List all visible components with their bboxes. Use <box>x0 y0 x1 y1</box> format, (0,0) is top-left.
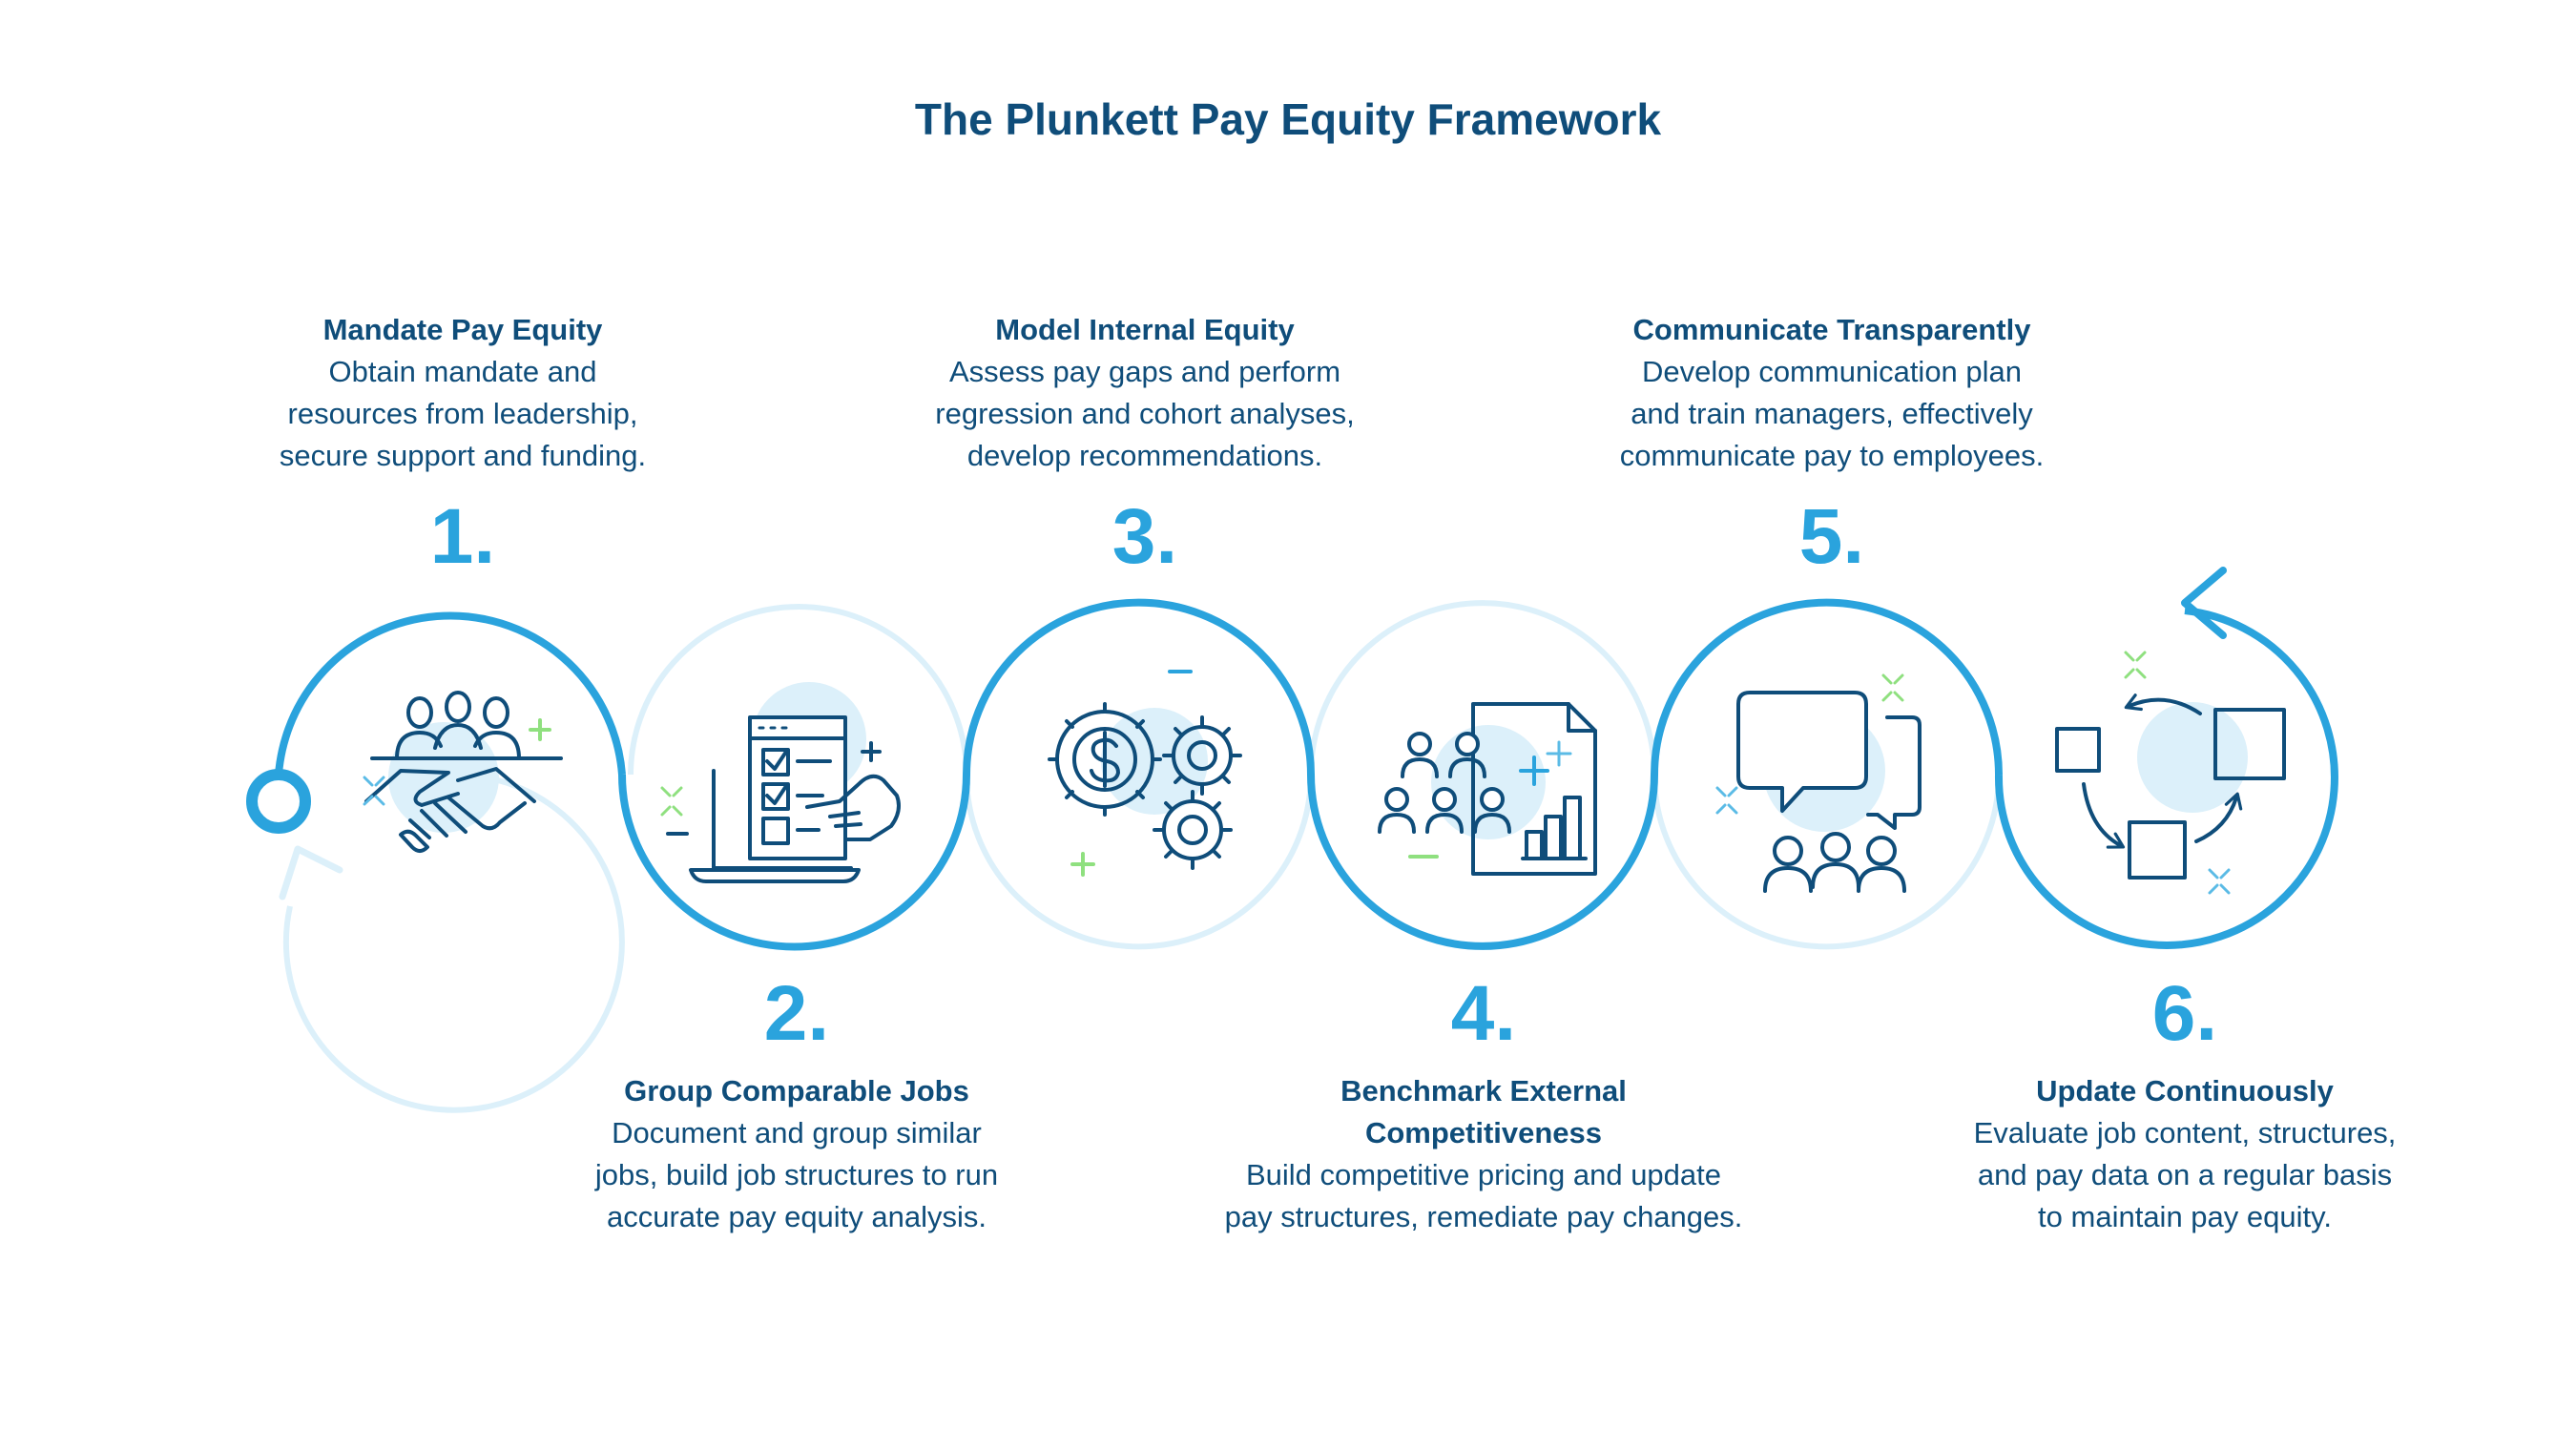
step-1-number: 1. <box>429 493 496 580</box>
step-2-accent-icons <box>660 741 882 836</box>
ring-6-strong-arc <box>1994 607 2338 949</box>
ring-3-light-lower-arc <box>964 774 1314 950</box>
step-3-heading: Model Internal Equity <box>995 313 1295 346</box>
step-2-number: 2. <box>763 970 830 1057</box>
step-3-line-1: Assess pay gaps and perform <box>948 355 1341 388</box>
step-3-accent-icons <box>1070 670 1193 877</box>
step-3-line-2: regression and cohort analyses, <box>935 397 1355 430</box>
step-3-number: 3. <box>1111 493 1178 580</box>
step-2-heading: Group Comparable Jobs <box>624 1074 969 1107</box>
ring-2-strong-arc <box>618 774 970 951</box>
step-5-accent-icons <box>1715 673 1904 815</box>
step-4-heading: Benchmark External <box>1340 1074 1627 1107</box>
ring-4-light-upper-arc <box>1308 600 1657 776</box>
ring-5-strong-arc <box>1651 598 2003 776</box>
step-5-heading: Communicate Transparently <box>1632 313 2031 346</box>
laptop-checklist-icon <box>689 682 901 883</box>
step-2-line-3: accurate pay equity analysis. <box>606 1200 987 1233</box>
ring-3-strong-arc <box>963 598 1315 776</box>
step-4-number: 4. <box>1450 970 1517 1057</box>
ring-1-strong-arc <box>274 611 626 802</box>
step-5-line-3: communicate pay to employees. <box>1619 439 2045 472</box>
step-2-line-2: jobs, build job structures to run <box>594 1158 999 1191</box>
step-6-line-2: and pay data on a regular basis <box>1977 1158 2393 1191</box>
step-3-line-3: develop recommendations. <box>966 439 1323 472</box>
gears-dollar-icon <box>1048 702 1242 870</box>
page-title: The Plunkett Pay Equity Framework <box>914 94 1662 144</box>
step-5-description: Communicate Transparently Develop commun… <box>1546 309 2118 477</box>
step-5-number: 5. <box>1798 493 1865 580</box>
step-4-line-2: pay structures, remediate pay changes. <box>1224 1200 1743 1233</box>
start-node-icon <box>246 769 311 834</box>
step-6-number: 6. <box>2151 970 2218 1057</box>
ring-1-light-lower-arc <box>282 772 625 1113</box>
step-1-line-2: resources from leadership, <box>287 397 638 430</box>
cycle-squares-icon <box>2055 693 2286 880</box>
people-report-icon <box>1378 702 1597 876</box>
step-4-description: Benchmark External Competitiveness Build… <box>1197 1070 1770 1238</box>
step-4-line-1: Build competitive pricing and update <box>1245 1158 1722 1191</box>
step-6-heading: Update Continuously <box>2036 1074 2334 1107</box>
step-5-line-1: Develop communication plan <box>1641 355 2023 388</box>
step-2-description: Group Comparable Jobs Document and group… <box>510 1070 1083 1238</box>
speech-bubbles-people-icon <box>1736 691 1922 893</box>
ring-5-light-lower-arc <box>1652 774 2002 950</box>
step-6-line-1: Evaluate job content, structures, <box>1973 1116 2397 1149</box>
step-3-description: Model Internal Equity Assess pay gaps an… <box>859 309 1431 477</box>
step-4-heading-line-2: Competitiveness <box>1364 1116 1603 1149</box>
cycle-start-arrow-icon <box>279 845 343 900</box>
step-1-line-1: Obtain mandate and <box>328 355 597 388</box>
step-1-heading: Mandate Pay Equity <box>322 313 603 346</box>
step-5-line-2: and train managers, effectively <box>1631 397 2033 430</box>
cycle-return-arrow-icon <box>2181 567 2227 639</box>
step-1-description: Mandate Pay Equity Obtain mandate and re… <box>177 309 749 477</box>
step-2-line-1: Document and group similar <box>612 1116 982 1149</box>
step-6-description: Update Continuously Evaluate job content… <box>1899 1070 2471 1238</box>
step-1-accent-icons <box>363 718 551 806</box>
handshake-team-icon <box>364 691 563 853</box>
step-4-accent-icons <box>1408 740 1572 859</box>
step-6-line-3: to maintain pay equity. <box>2038 1200 2332 1233</box>
step-6-accent-icons <box>2124 651 2231 895</box>
step-1-line-3: secure support and funding. <box>279 439 647 472</box>
ring-4-strong-arc <box>1307 774 1658 950</box>
ring-2-light-upper-arc <box>628 604 969 776</box>
